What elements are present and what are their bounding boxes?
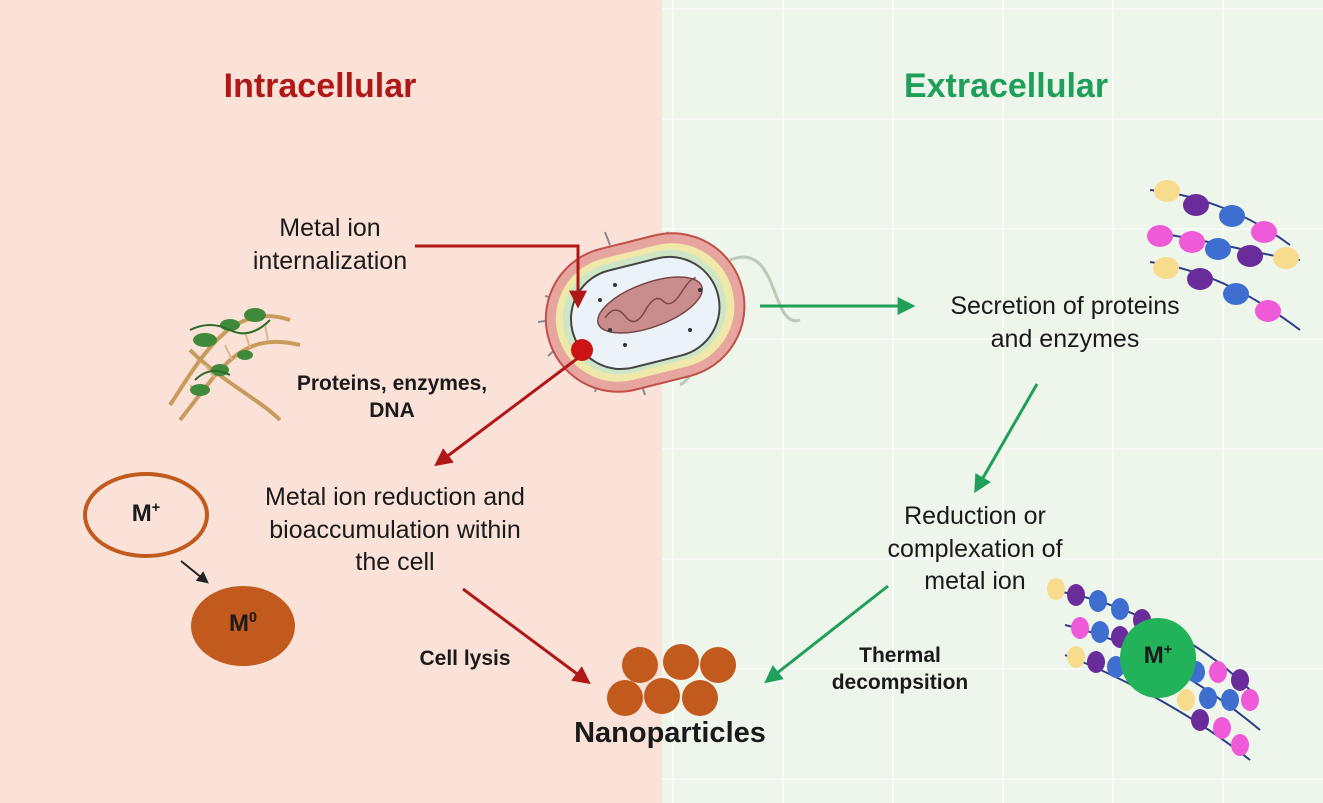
cell-lysis-label: Cell lysis (419, 647, 511, 670)
nanoparticle (622, 647, 658, 683)
thermal-arrow (764, 584, 889, 684)
intracellular-panel (0, 0, 662, 803)
reduction-arrow (434, 356, 579, 467)
intracellular-heading: Intracellular (223, 67, 417, 105)
extracellular-heading: Extracellular (903, 67, 1109, 105)
protein-chain-icon (1147, 180, 1301, 331)
metal-atom-label: M0 (228, 610, 257, 637)
reduction-complexation-label: Reduction or complexation of metal ion (887, 502, 1063, 595)
nanoparticle-cluster (607, 644, 736, 716)
complex-metal-disc (1120, 618, 1196, 698)
dna-protein-icon (168, 308, 301, 422)
complex-metal-label: M+ (1143, 642, 1173, 669)
nanoparticle (682, 680, 718, 716)
protein-metal-complex-icon (1047, 578, 1261, 761)
nanoparticle (663, 644, 699, 680)
lysis-arrow (462, 587, 591, 685)
metal-ion-label: M+ (131, 500, 161, 527)
metal-ion-internalization-label: Metal ion internalization (252, 214, 408, 275)
secretion-label: Secretion of proteins and enzymes (950, 292, 1180, 353)
nanoparticles-label: Nanoparticles (574, 717, 766, 749)
thermal-decomposition-label: Thermal decompsition (831, 644, 969, 695)
proteins-enzymes-dna-label: Proteins, enzymes, DNA (296, 372, 488, 423)
metal-ion-ring (83, 472, 209, 558)
bacterium-cell (537, 231, 801, 396)
reduction-small-arrow (180, 560, 209, 584)
nanoparticle (607, 680, 643, 716)
nanoparticle (700, 647, 736, 683)
metal-atom-disc (191, 586, 295, 666)
internalization-arrow (415, 244, 587, 309)
metal-ion-reduction-label: Metal ion reduction and bioaccumulation … (265, 483, 525, 576)
nanoparticle (644, 678, 680, 714)
complexation-arrow (974, 383, 1039, 494)
